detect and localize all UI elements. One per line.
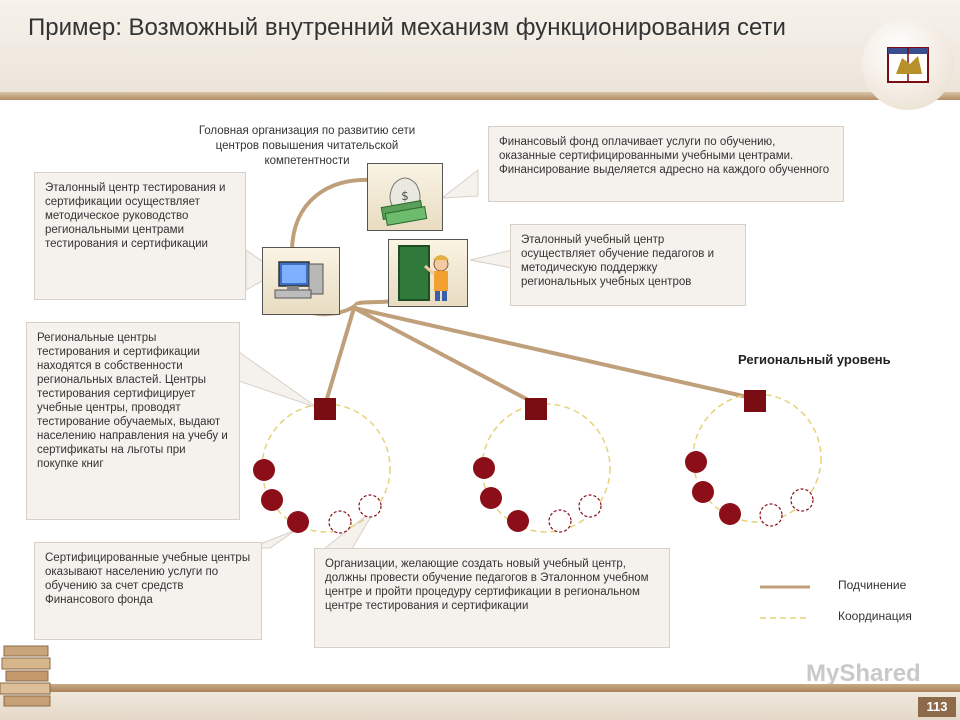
testing-center-callout: Эталонный центр тестирования и сертифика… [34, 172, 246, 300]
callout-pointer-regional [235, 349, 319, 409]
candidate-center-node [790, 488, 814, 512]
certified-center-node [692, 481, 714, 503]
financial-fund-callout: Финансовый фонд оплачивает услуги по обу… [488, 126, 844, 202]
link-head-to-testing [290, 177, 371, 253]
certified-center-node [507, 510, 529, 532]
certified-center-node [287, 511, 309, 533]
training-center-callout: Эталонный учебный центр осуществляет обу… [510, 224, 746, 306]
callout-pointer-fund [440, 168, 479, 199]
header-background [0, 0, 960, 96]
head-organization-label: Головная организация по развитию сети це… [198, 125, 416, 167]
certified-center-node [253, 459, 275, 481]
certified-center-node [473, 457, 495, 479]
svg-text:$: $ [401, 189, 409, 203]
link-to-region-2 [353, 306, 537, 406]
computer-icon [274, 261, 324, 299]
candidate-center-node [328, 510, 352, 534]
footer-strip [0, 692, 960, 720]
new-organization-callout: Организации, желающие создать новый учеб… [314, 548, 670, 648]
candidate-center-node [759, 503, 783, 527]
certified-center-node [261, 489, 283, 511]
footer-divider [0, 684, 960, 692]
certified-centers-callout: Сертифицированные учебные центры оказыва… [34, 542, 262, 640]
candidate-center-node [578, 494, 602, 518]
page-number: 113 [918, 697, 956, 717]
training-center-tile [388, 239, 468, 307]
regional-testing-center-3 [744, 390, 766, 412]
regional-centers-callout: Региональные центры тестирования и серти… [26, 322, 240, 520]
watermark: MyShared [806, 660, 921, 687]
teacher-at-board-icon [398, 245, 449, 301]
emblem-logo [862, 18, 954, 110]
legend-subordination-label: Подчинение [838, 578, 907, 592]
financial-fund-tile: $ [367, 163, 443, 231]
header-divider [0, 92, 960, 100]
slide-title: Пример: Возможный внутренний механизм фу… [28, 14, 786, 41]
certified-center-node [480, 487, 502, 509]
book-emblem-icon [887, 47, 929, 83]
certified-center-node [685, 451, 707, 473]
link-to-region-3 [353, 306, 753, 400]
callout-pointer-training [469, 249, 513, 269]
books-stack-icon [0, 645, 51, 707]
regional-testing-center-1 [314, 398, 336, 420]
certified-center-node [719, 503, 741, 525]
link-testing-to-training [354, 298, 394, 307]
legend-coordination-label: Координация [838, 609, 912, 623]
testing-center-tile [262, 247, 340, 315]
money-bag-icon: $ [380, 177, 428, 226]
link-to-region-1 [324, 307, 356, 403]
regional-level-label: Региональный уровень [738, 352, 891, 367]
regional-testing-center-2 [525, 398, 547, 420]
candidate-center-node [358, 494, 382, 518]
candidate-center-node [548, 509, 572, 533]
